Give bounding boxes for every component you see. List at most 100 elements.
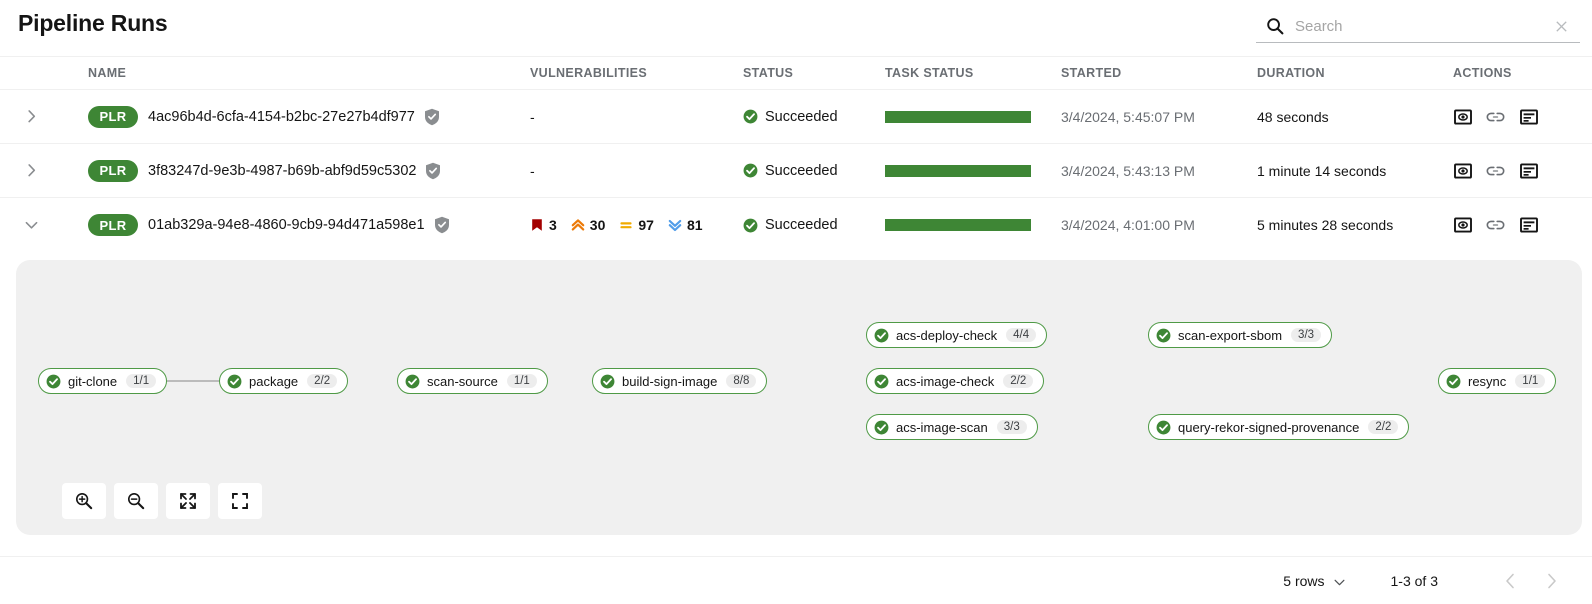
severity-important-icon [571, 218, 585, 232]
expand-icon[interactable] [218, 483, 262, 519]
logs-icon[interactable] [1519, 216, 1538, 235]
search-bar[interactable] [1256, 10, 1580, 43]
started-timestamp: 3/4/2024, 4:01:00 PM [1061, 217, 1195, 233]
shield-check-icon [434, 216, 450, 234]
column-header-duration[interactable]: DURATION [1257, 66, 1325, 80]
check-circle-icon [227, 374, 242, 389]
run-name-link[interactable]: 01ab329a-94e8-4860-9cb9-94d471a598e1 [148, 217, 425, 233]
severity-important: 30 [571, 217, 606, 233]
rows-per-page-label: 5 rows [1283, 572, 1325, 589]
view-output-icon[interactable] [1453, 216, 1472, 235]
severity-count: 30 [589, 217, 606, 233]
status-badge: Succeeded [743, 217, 838, 233]
pipeline-task-node[interactable]: scan-export-sbom 3/3 [1148, 322, 1333, 348]
row-actions [1453, 216, 1538, 235]
logs-icon[interactable] [1519, 161, 1538, 180]
link-icon[interactable] [1486, 216, 1505, 235]
view-output-icon[interactable] [1453, 161, 1472, 180]
column-header-status[interactable]: STATUS [743, 66, 794, 80]
logs-icon[interactable] [1519, 107, 1538, 126]
row-actions [1453, 107, 1538, 126]
view-output-icon[interactable] [1453, 107, 1472, 126]
task-node-count: 2/2 [1368, 420, 1399, 434]
run-type-badge: PLR [88, 105, 138, 128]
status-badge: Succeeded [743, 109, 838, 125]
task-node-count: 1/1 [126, 374, 157, 388]
pipeline-task-node[interactable]: git-clone 1/1 [38, 368, 168, 394]
task-node-label: acs-image-check [896, 373, 995, 389]
severity-critical: 3 [530, 217, 557, 233]
check-circle-icon [46, 374, 61, 389]
fit-view-icon[interactable] [166, 483, 210, 519]
task-status-bar [885, 110, 1031, 123]
status-label: Succeeded [765, 108, 838, 125]
check-circle-icon [405, 374, 420, 389]
task-node-label: scan-source [427, 373, 498, 389]
pagination-prev-button[interactable] [1496, 567, 1524, 595]
table-header-row: NAME VULNERABILITIES STATUS TASK STATUS … [0, 56, 1592, 90]
row-expand-toggle[interactable] [20, 160, 42, 182]
search-input[interactable] [1295, 17, 1548, 35]
row-expand-toggle[interactable] [20, 214, 42, 236]
severity-moderate: 97 [619, 217, 654, 233]
zoom-in-icon[interactable] [62, 483, 106, 519]
pagination-next-button[interactable] [1538, 567, 1566, 595]
check-circle-icon [743, 163, 758, 178]
pipeline-graph-edges [167, 380, 219, 382]
column-header-started[interactable]: STARTED [1061, 66, 1122, 80]
row-actions [1453, 161, 1538, 180]
run-name-link[interactable]: 4ac96b4d-6cfa-4154-b2bc-27e27b4df977 [148, 108, 415, 125]
pipeline-task-node[interactable]: build-sign-image 8/8 [592, 368, 768, 394]
task-node-count: 1/1 [1515, 374, 1546, 388]
check-circle-icon [600, 374, 615, 389]
severity-count: 3 [549, 217, 557, 233]
task-node-label: query-rekor-signed-provenance [1178, 419, 1360, 435]
task-node-label: package [249, 373, 299, 389]
pipeline-task-node[interactable]: query-rekor-signed-provenance 2/2 [1148, 414, 1410, 440]
duration-value: 1 minute 14 seconds [1257, 162, 1387, 179]
check-circle-icon [1156, 328, 1171, 343]
task-node-count: 3/3 [1291, 328, 1322, 342]
vulnerabilities-value: - [530, 108, 535, 125]
task-status-bar [885, 164, 1031, 177]
caret-down-icon [1334, 573, 1345, 589]
link-icon[interactable] [1486, 161, 1505, 180]
task-node-label: scan-export-sbom [1178, 327, 1283, 343]
status-label: Succeeded [765, 162, 838, 179]
run-name-link[interactable]: 3f83247d-9e3b-4987-b69b-abf9d59c5302 [148, 162, 417, 179]
check-circle-icon [1446, 374, 1461, 389]
column-header-vulnerabilities[interactable]: VULNERABILITIES [530, 66, 648, 80]
duration-value: 48 seconds [1257, 108, 1329, 125]
task-node-label: acs-deploy-check [896, 327, 998, 343]
close-icon[interactable] [1548, 13, 1574, 39]
severity-moderate-icon [619, 218, 633, 232]
severity-critical-icon [530, 218, 544, 232]
task-node-label: resync [1468, 373, 1507, 389]
column-header-name[interactable]: NAME [88, 66, 127, 80]
task-node-label: acs-image-scan [896, 419, 988, 435]
task-node-label: git-clone [68, 373, 118, 389]
run-type-badge: PLR [88, 159, 138, 182]
table-row[interactable]: PLR 4ac96b4d-6cfa-4154-b2bc-27e27b4df977 -… [0, 90, 1592, 144]
task-node-count: 8/8 [726, 374, 757, 388]
link-icon[interactable] [1486, 107, 1505, 126]
severity-low-icon [668, 218, 682, 232]
started-timestamp: 3/4/2024, 5:43:13 PM [1061, 162, 1195, 179]
column-header-task-status[interactable]: TASK STATUS [885, 66, 974, 80]
column-header-actions: ACTIONS [1453, 66, 1512, 80]
rows-per-page-select[interactable]: 5 rows [1283, 572, 1345, 589]
row-expand-toggle[interactable] [20, 106, 42, 128]
status-badge: Succeeded [743, 163, 838, 179]
pipeline-task-node[interactable]: resync 1/1 [1438, 368, 1557, 394]
zoom-out-icon[interactable] [114, 483, 158, 519]
task-node-label: build-sign-image [622, 373, 718, 389]
